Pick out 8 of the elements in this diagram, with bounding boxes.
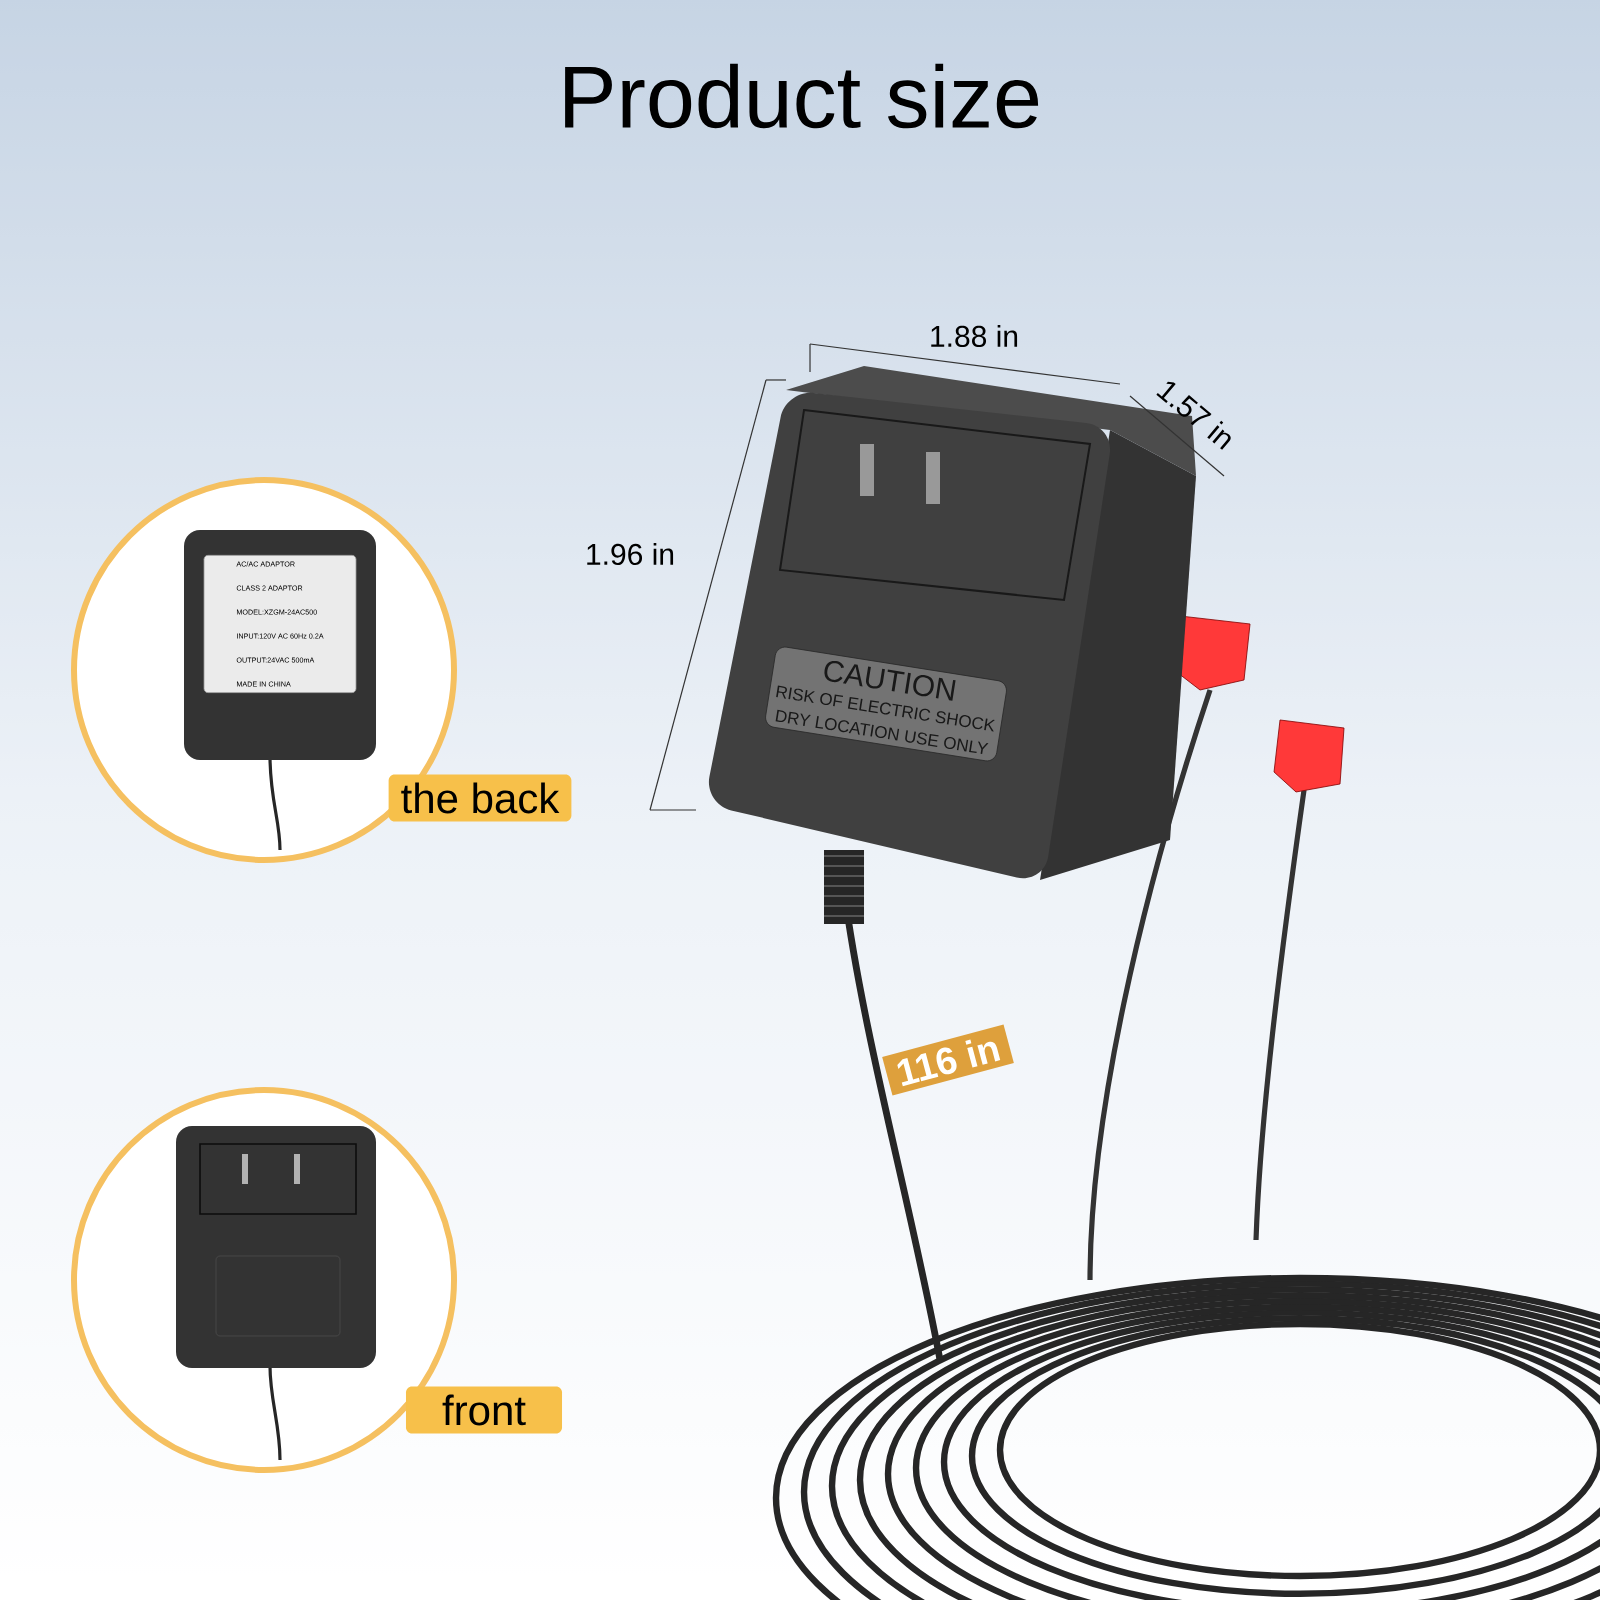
tag: 116 in [882, 1024, 1014, 1096]
tag: the back [388, 774, 572, 822]
title: Product size [565, 63, 1039, 129]
dimension-label: 1.57 in [1156, 381, 1231, 450]
caution-label: CAUTION RISK OF ELECTRIC SHOCK DRY LOCATION USE ONLY [765, 646, 1007, 762]
dimension-label: 1.88 in [931, 324, 1018, 347]
tag: front [406, 1386, 563, 1434]
dimension-label: 1.96 in [587, 542, 674, 565]
